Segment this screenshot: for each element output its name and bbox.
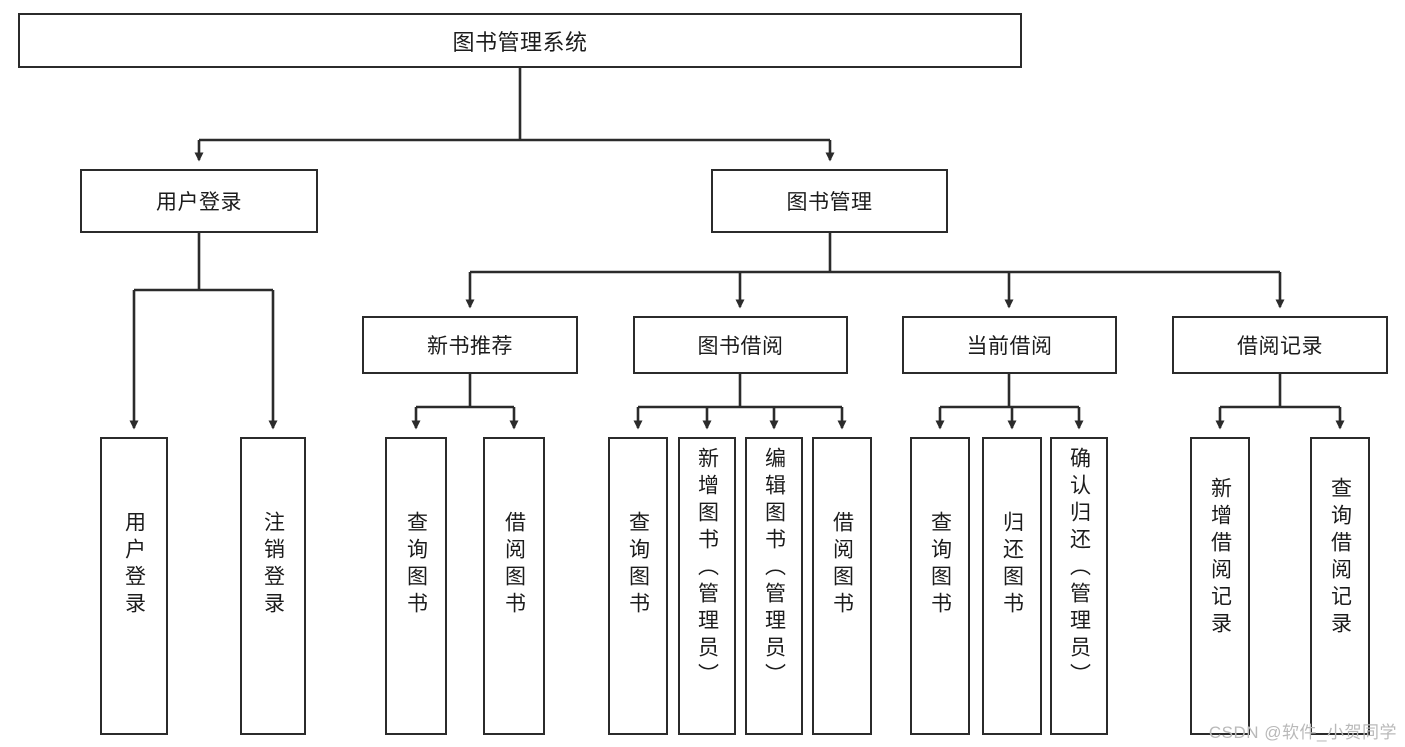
node-label: 查询图书 <box>404 511 428 619</box>
leaf-confirm-return-admin[interactable]: 确认归还（管理员） <box>1050 437 1108 735</box>
node-label: 确认归还（管理员） <box>1067 447 1091 690</box>
leaf-add-borrow-record[interactable]: 新增借阅记录 <box>1190 437 1250 735</box>
node-label: 查询借阅记录 <box>1328 477 1352 639</box>
node-label: 借阅记录 <box>1237 335 1323 358</box>
node-label: 归还图书 <box>1000 511 1024 619</box>
csdn-watermark: CSDN @软件_小贺同学 <box>1208 723 1397 742</box>
leaf-return-book[interactable]: 归还图书 <box>982 437 1042 735</box>
leaf-add-book-admin[interactable]: 新增图书（管理员） <box>678 437 736 735</box>
node-book-manage[interactable]: 图书管理 <box>711 169 948 233</box>
node-label: 图书管理系统 <box>452 29 588 55</box>
node-label: 新增借阅记录 <box>1208 477 1232 639</box>
leaf-borrow-book-1[interactable]: 借阅图书 <box>483 437 545 735</box>
node-label: 图书管理 <box>786 191 873 214</box>
node-new-book-recommend[interactable]: 新书推荐 <box>362 316 578 374</box>
node-label: 编辑图书（管理员） <box>762 447 786 690</box>
node-label: 借阅图书 <box>830 511 854 619</box>
node-user-login[interactable]: 用户登录 <box>80 169 318 233</box>
node-label: 注销登录 <box>261 511 285 619</box>
leaf-edit-book-admin[interactable]: 编辑图书（管理员） <box>745 437 803 735</box>
node-root-system[interactable]: 图书管理系统 <box>18 13 1022 68</box>
leaf-borrow-book-2[interactable]: 借阅图书 <box>812 437 872 735</box>
node-label: 当前借阅 <box>966 335 1053 358</box>
leaf-user-login[interactable]: 用户登录 <box>100 437 168 735</box>
node-label: 新书推荐 <box>427 335 513 358</box>
node-book-borrow[interactable]: 图书借阅 <box>633 316 848 374</box>
leaf-query-book-1[interactable]: 查询图书 <box>385 437 447 735</box>
node-label: 图书借阅 <box>697 335 784 358</box>
node-current-borrow[interactable]: 当前借阅 <box>902 316 1117 374</box>
leaf-query-book-2[interactable]: 查询图书 <box>608 437 668 735</box>
node-label: 借阅图书 <box>502 511 526 619</box>
leaf-user-logout[interactable]: 注销登录 <box>240 437 306 735</box>
node-label: 用户登录 <box>122 511 146 619</box>
node-borrow-record[interactable]: 借阅记录 <box>1172 316 1388 374</box>
leaf-query-borrow-record[interactable]: 查询借阅记录 <box>1310 437 1370 735</box>
node-label: 查询图书 <box>928 511 952 619</box>
node-label: 用户登录 <box>156 191 242 214</box>
leaf-query-book-3[interactable]: 查询图书 <box>910 437 970 735</box>
node-label: 新增图书（管理员） <box>695 447 719 690</box>
node-label: 查询图书 <box>626 511 650 619</box>
